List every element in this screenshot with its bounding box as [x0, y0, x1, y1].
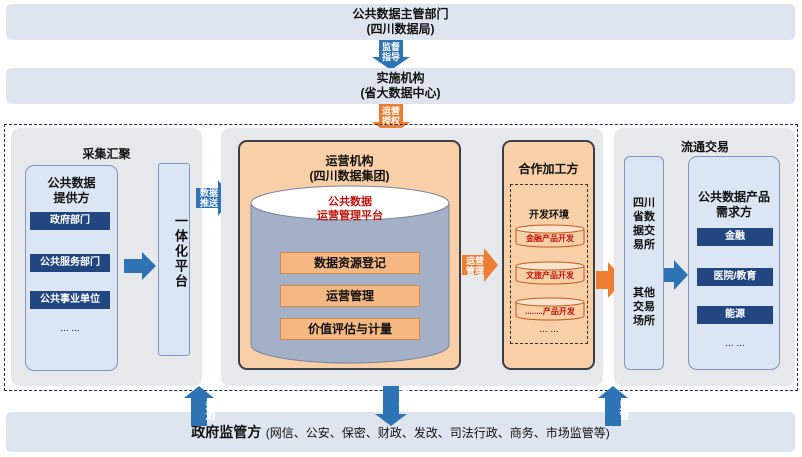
top-bar-data-authority: 公共数据主管部门 (四川数据局)	[6, 4, 795, 40]
product-tourism-label: 文旅产品开发	[526, 271, 574, 280]
partner-more: ... ...	[539, 324, 559, 335]
exchange-to-demand-arrow	[664, 260, 688, 290]
provider-item-public-utility: 公共事业单位	[30, 291, 110, 309]
provider-item-government: 政府部门	[30, 212, 110, 230]
partner-box	[502, 140, 595, 370]
feedback-arrow	[375, 386, 407, 426]
demand-title: 公共数据产品需求方	[697, 190, 770, 219]
product-cylinder-tourism	[515, 261, 585, 285]
product-cylinder-other	[515, 297, 585, 321]
collect-panel-title: 采集汇聚	[82, 147, 131, 161]
exchange-other-label: 其他交易场所	[633, 287, 655, 327]
ops-item-value-assessment: 价值评估与计量	[280, 318, 420, 340]
implementing-agency-bar: 实施机构 (省大数据中心)	[6, 68, 795, 104]
demand-box	[688, 156, 780, 370]
demand-item-hospital-education: 医院/教育	[697, 268, 773, 286]
demand-more: ... ...	[725, 338, 745, 349]
exchange-box	[624, 156, 664, 370]
dev-environment-frame	[510, 184, 588, 344]
feedback-label: 反馈	[396, 390, 407, 410]
demand-item-finance: 金融	[697, 228, 773, 246]
planning-label: 规划	[203, 400, 214, 420]
ops-management-arrow	[462, 248, 498, 282]
top-bar-subtitle: (四川数据局)	[366, 22, 435, 36]
partner-title: 合作加工方	[518, 162, 579, 176]
government-regulator-title: 政府监管方	[191, 424, 262, 440]
dev-environment-title: 开发环境	[529, 210, 569, 221]
exchange-sichuan-label: 四川省数据交易所	[633, 197, 655, 251]
ops-platform-title: 公共数据运营管理平台	[317, 196, 383, 222]
product-finance-label: 金融产品开发	[526, 234, 574, 243]
ops-item-operations-management: 运营管理	[280, 285, 420, 307]
partner-to-exchange-arrow	[596, 262, 624, 298]
product-cylinder-finance	[515, 224, 585, 248]
integrated-platform-box	[158, 163, 190, 356]
government-regulator-detail: (网信、公安、保密、财政、发改、司法行政、商务、市场监管等)	[265, 426, 610, 440]
provider-more: ... ...	[60, 323, 80, 334]
provider-item-public-service: 公共服务部门	[30, 254, 110, 272]
supervise-guide-label: 监督指导	[381, 42, 400, 62]
supervise-label: 监督	[617, 400, 628, 420]
ops-authorization-label: 运营授权	[381, 106, 400, 126]
implementing-agency-subtitle: (省大数据中心)	[360, 86, 441, 100]
operator-title: 运营机构(四川数据集团)	[309, 154, 390, 183]
planning-arrow	[184, 386, 214, 426]
top-bar-title: 公共数据主管部门	[352, 7, 449, 21]
product-other-label: ........产品开发	[525, 307, 575, 316]
ecosystem-dashed-frame	[4, 124, 798, 391]
ops-management-label: 运营管理	[465, 256, 484, 276]
supervise-arrow	[598, 386, 628, 426]
data-provider-title: 公共数据提供方	[47, 176, 96, 205]
provider-to-platform-arrow	[124, 252, 156, 280]
integrated-platform-label: 一体化平台	[173, 214, 188, 289]
supervise-guide-arrow	[372, 40, 410, 70]
implementing-agency-title: 实施机构	[376, 71, 425, 85]
demand-item-energy: 能源	[697, 306, 773, 324]
ops-item-data-registration: 数据资源登记	[280, 252, 420, 274]
circulation-title: 流通交易	[680, 140, 729, 154]
data-push-label: 数据推送	[199, 188, 218, 208]
